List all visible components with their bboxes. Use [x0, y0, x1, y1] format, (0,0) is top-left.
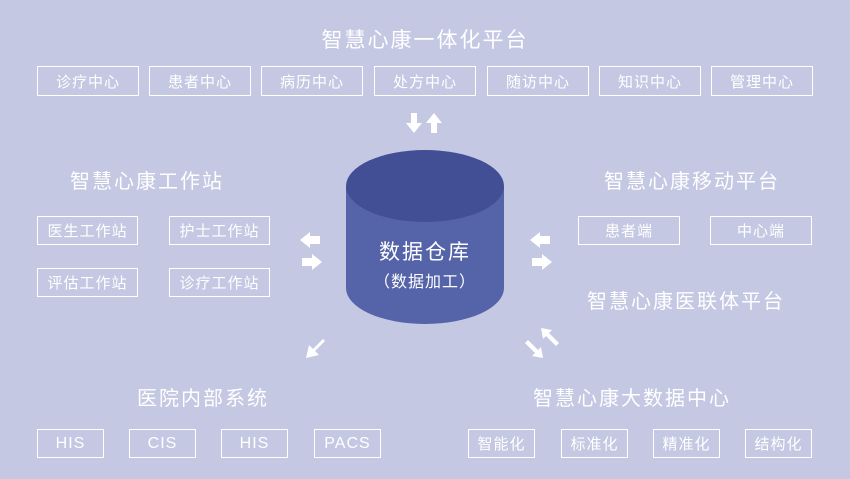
data-warehouse-cylinder: [346, 150, 504, 324]
diagnosis-workstation: 诊疗工作站: [169, 268, 270, 297]
top-bidirectional-arrow-icon: [406, 113, 442, 133]
assessment-workstation: 评估工作站: [37, 268, 138, 297]
cis-system: CIS: [129, 429, 196, 458]
nurse-workstation: 护士工作站: [169, 216, 270, 245]
left-bidirectional-arrow-icon: [300, 232, 322, 270]
bottom-right-bidirectional-arrow-icon: [525, 328, 559, 358]
bigdata-structured: 结构化: [745, 429, 812, 458]
center-client: 中心端: [710, 216, 812, 245]
his-system-2: HIS: [221, 429, 288, 458]
hospital-systems-title: 医院内部系统: [137, 386, 269, 410]
mobile-platform-title: 智慧心康移动平台: [604, 169, 780, 193]
bigdata-intelligent: 智能化: [468, 429, 535, 458]
his-system-1: HIS: [37, 429, 104, 458]
top-item-patient-center: 患者中心: [149, 66, 251, 96]
bigdata-standardized: 标准化: [561, 429, 628, 458]
top-item-diagnosis-center: 诊疗中心: [37, 66, 139, 96]
pacs-system: PACS: [314, 429, 381, 458]
data-warehouse-title: 数据仓库: [379, 240, 471, 264]
data-warehouse-subtitle: （数据加工）: [373, 272, 476, 291]
top-platform-title: 智慧心康一体化平台: [321, 28, 529, 52]
bigdata-precise: 精准化: [653, 429, 720, 458]
top-item-followup-center: 随访中心: [487, 66, 589, 96]
patient-client: 患者端: [578, 216, 680, 245]
right-bidirectional-arrow-icon: [530, 232, 552, 270]
bottom-left-arrow-icon: [306, 339, 325, 358]
top-item-record-center: 病历中心: [261, 66, 363, 96]
doctor-workstation: 医生工作站: [37, 216, 138, 245]
top-item-prescription-center: 处方中心: [374, 66, 476, 96]
top-item-knowledge-center: 知识中心: [599, 66, 701, 96]
workstation-title: 智慧心康工作站: [70, 169, 224, 193]
medical-union-title: 智慧心康医联体平台: [587, 289, 785, 313]
top-item-management-center: 管理中心: [711, 66, 813, 96]
bigdata-center-title: 智慧心康大数据中心: [533, 386, 731, 410]
